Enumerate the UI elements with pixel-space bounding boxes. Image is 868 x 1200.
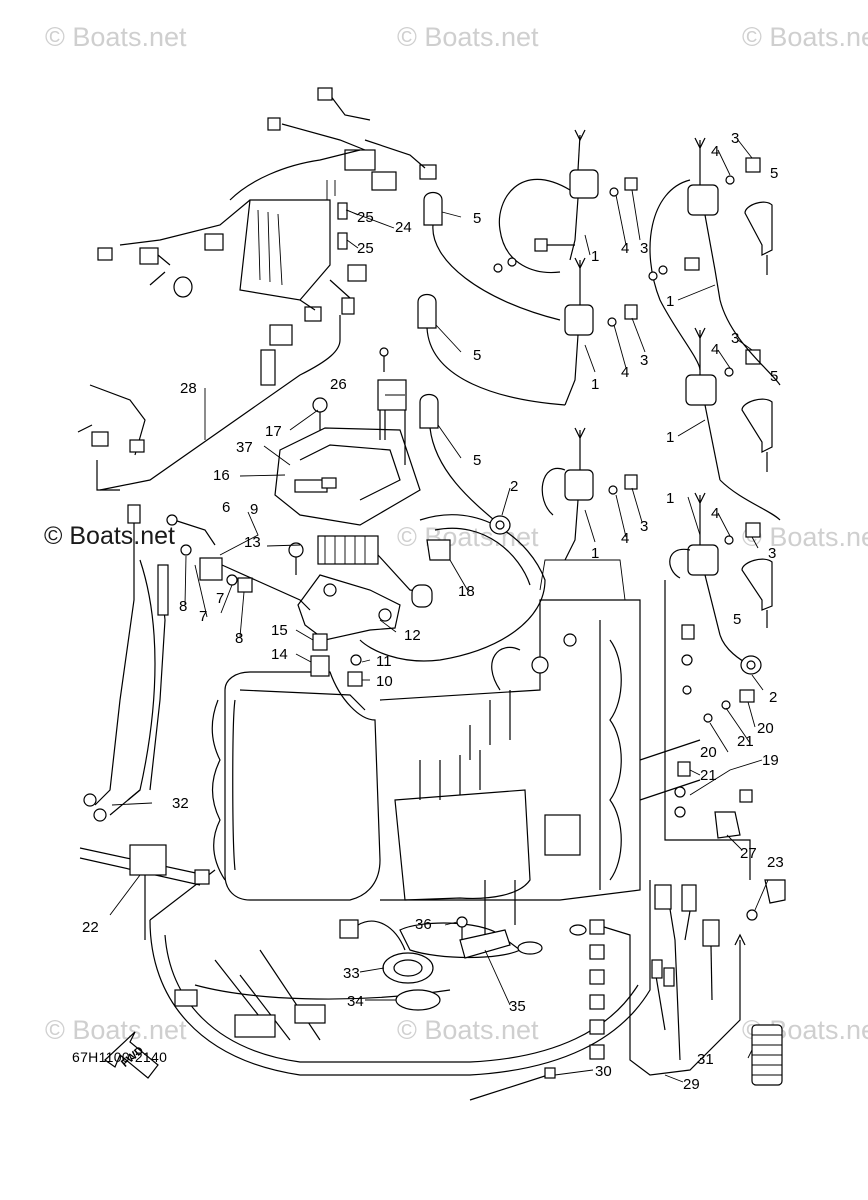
callout-1: 1: [591, 545, 599, 562]
callout-20: 20: [700, 744, 717, 761]
watermark: © Boats.net: [397, 22, 539, 52]
grommets: [489, 515, 762, 675]
callout-7: 7: [199, 608, 207, 625]
callout-18: 18: [458, 583, 475, 600]
callout-4: 4: [711, 505, 719, 522]
callout-5: 5: [473, 452, 481, 469]
callout-36: 36: [415, 916, 432, 933]
callout-4: 4: [621, 530, 629, 547]
callout-5: 5: [473, 347, 481, 364]
engine-block: [211, 559, 641, 959]
callout-27: 27: [740, 845, 757, 862]
callout-4: 4: [621, 240, 629, 257]
callout-24: 24: [395, 219, 412, 236]
callout-1: 1: [666, 293, 674, 310]
callout-13: 13: [244, 534, 261, 551]
callout-33: 33: [343, 965, 360, 982]
callout-16: 16: [213, 467, 230, 484]
harness-connectors: [469, 884, 783, 1101]
callout-3: 3: [640, 352, 648, 369]
watermark: © Boats.net: [45, 1015, 187, 1045]
callout-19: 19: [762, 752, 779, 769]
callout-12: 12: [404, 627, 421, 644]
battery-cables: [83, 504, 169, 822]
callout-4: 4: [711, 341, 719, 358]
callout-37: 37: [236, 439, 253, 456]
callout-4: 4: [711, 143, 719, 160]
callout-29: 29: [683, 1076, 700, 1093]
callout-26: 26: [330, 376, 347, 393]
watermark: © Boats.net: [397, 522, 539, 552]
callout-3: 3: [731, 330, 739, 347]
callout-8: 8: [179, 598, 187, 615]
callout-5: 5: [473, 210, 481, 227]
callout-4: 4: [621, 364, 629, 381]
callout-25: 25: [357, 209, 374, 226]
watermark: © Boats.net: [397, 1015, 539, 1045]
callout-7: 7: [216, 590, 224, 607]
right-bracket-parts: [639, 580, 786, 921]
callout-5: 5: [733, 611, 741, 628]
flywheel-cover-outline: [359, 514, 546, 662]
watermark: © Boats.net: [45, 22, 187, 52]
callout-labels: 1 1 1 1 1 1 2 2 3 3 3 3 3 3 4 4 4 4 4 4 …: [82, 130, 784, 1093]
callout-2: 2: [510, 478, 518, 495]
watermark: © Boats.net: [44, 522, 175, 550]
callout-6: 6: [222, 499, 230, 516]
callout-1: 1: [591, 376, 599, 393]
callout-28: 28: [180, 380, 197, 397]
callout-25: 25: [357, 240, 374, 257]
callout-31: 31: [697, 1051, 714, 1068]
callout-1: 1: [666, 429, 674, 446]
callout-8: 8: [235, 630, 243, 647]
callout-21: 21: [737, 733, 754, 750]
callout-34: 34: [347, 993, 364, 1010]
callout-3: 3: [640, 518, 648, 535]
callout-14: 14: [271, 646, 288, 663]
ignition-coils: [417, 129, 781, 666]
fwd-arrow: FWD: [104, 1031, 159, 1079]
watermark: © Boats.net: [742, 22, 868, 52]
callout-20: 20: [757, 720, 774, 737]
callout-5: 5: [770, 165, 778, 182]
callout-23: 23: [767, 854, 784, 871]
wire-harness: [77, 87, 437, 491]
callout-22: 22: [82, 919, 99, 936]
diagram-code: 67H1100-2140: [72, 1049, 168, 1065]
callout-21: 21: [700, 767, 717, 784]
callout-1: 1: [666, 490, 674, 507]
cable-clamp: [79, 844, 210, 940]
callout-3: 3: [640, 240, 648, 257]
callout-2: 2: [769, 689, 777, 706]
callout-1: 1: [591, 248, 599, 265]
callout-32: 32: [172, 795, 189, 812]
callout-17: 17: [265, 423, 282, 440]
lower-grommet-parts: [339, 916, 511, 1011]
leader-lines: [109, 139, 769, 1083]
callout-10: 10: [376, 673, 393, 690]
callout-5: 5: [770, 368, 778, 385]
callout-3: 3: [731, 130, 739, 147]
callout-9: 9: [250, 501, 258, 518]
callout-30: 30: [595, 1063, 612, 1080]
callout-35: 35: [509, 998, 526, 1015]
callout-11: 11: [376, 653, 392, 670]
callout-15: 15: [271, 622, 288, 639]
watermark: © Boats.net: [742, 522, 868, 552]
callout-3: 3: [768, 545, 776, 562]
ignition-unit-assembly: [166, 347, 451, 687]
